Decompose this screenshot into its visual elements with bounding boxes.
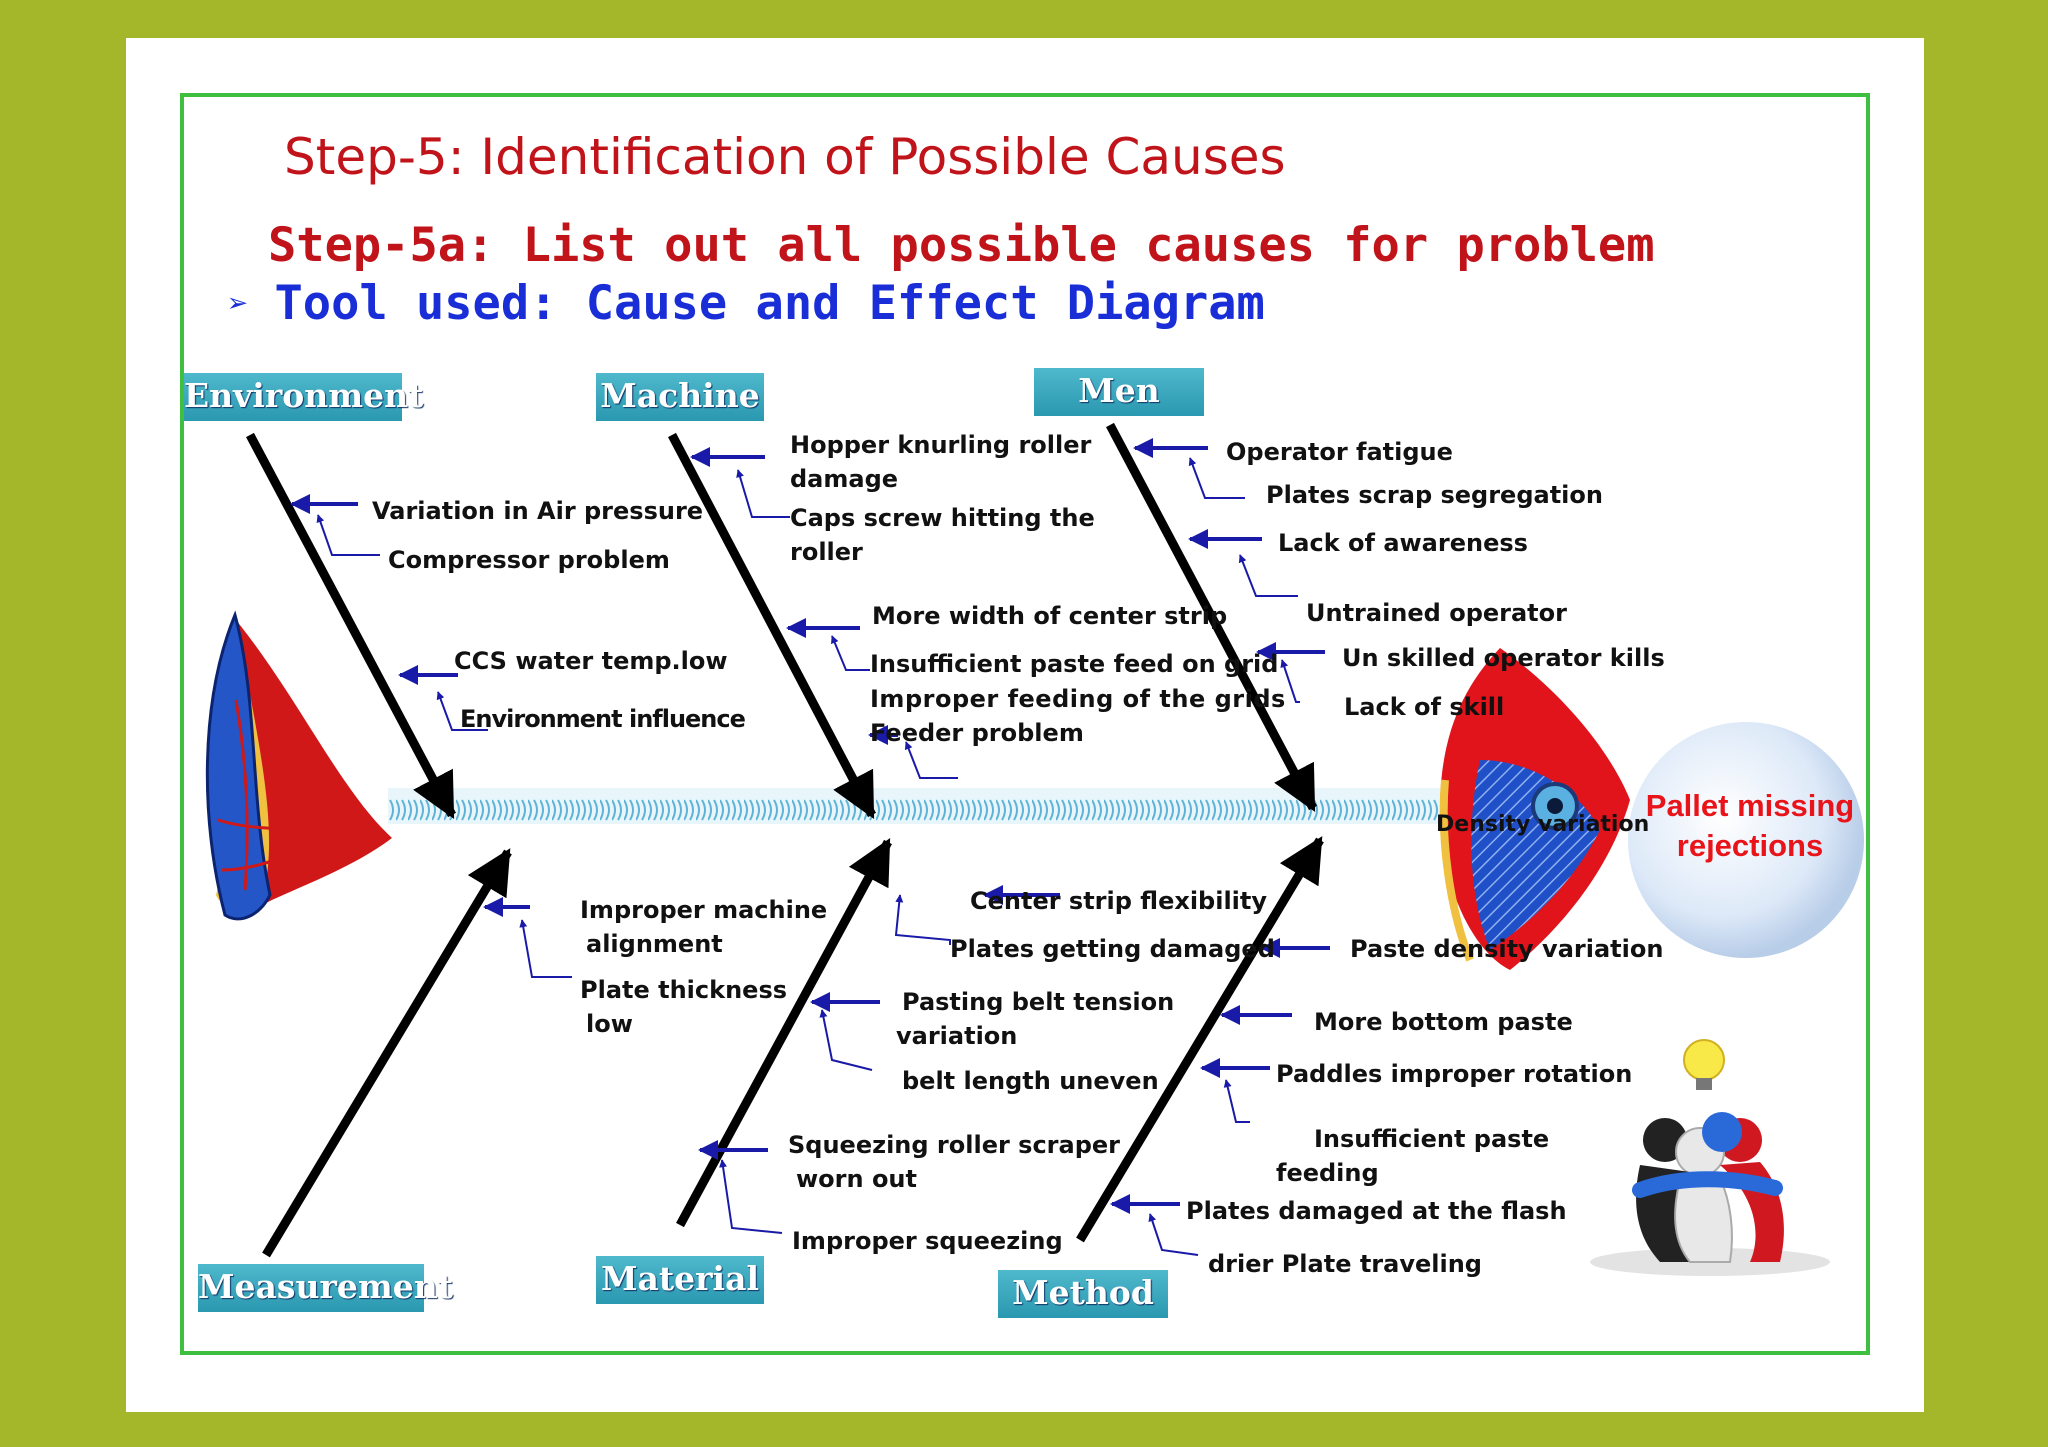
fish-head-icon (1439, 648, 1630, 970)
slide-frame (180, 93, 1870, 1355)
cause-label: Plates damaged at the flash (1186, 1197, 1567, 1225)
main-bones (246, 422, 1324, 1258)
cause-label: variation (896, 1022, 1018, 1050)
cause-label: worn out (796, 1165, 917, 1193)
effect-line: rejections (1676, 828, 1824, 863)
cause-label: Un skilled operator kills (1342, 644, 1665, 672)
cause-label: Density variation (1436, 812, 1650, 837)
team-lightbulb-icon (1590, 1039, 1830, 1276)
fish-tail-icon (205, 610, 392, 921)
cause-label: More width of center strip (872, 602, 1228, 630)
bone-method (1076, 836, 1324, 1243)
cause-label: Squeezing roller scraper (788, 1131, 1121, 1159)
cause-label: Paste density variation (1350, 935, 1664, 963)
cause-label: Improper feeding of the grids (870, 685, 1286, 713)
tool-text: Tool used: Cause and Effect Diagram (274, 276, 1265, 331)
page-title: Step-5: Identification of Possible Cause… (284, 128, 1286, 186)
category-measurement: Measurement (198, 1264, 453, 1312)
cause-label: damage (790, 465, 899, 493)
cause-label: low (586, 1010, 633, 1038)
cause-label: Plates scrap segregation (1266, 481, 1603, 509)
cause-label: Plate thickness (580, 976, 788, 1004)
category-environment: Environment (184, 373, 423, 421)
cause-label: Variation in Air pressure (372, 497, 704, 525)
bone-material (676, 838, 892, 1228)
cause-label: roller (790, 538, 863, 566)
cause-label: Caps screw hitting the (790, 504, 1095, 532)
category-material: Material (596, 1256, 764, 1304)
cause-label: Paddles improper rotation (1276, 1060, 1633, 1088)
cause-label: Lack of awareness (1278, 529, 1528, 557)
slide-background (126, 38, 1924, 1412)
bone-measurement (262, 848, 512, 1258)
effect-bubble (1628, 722, 1864, 958)
cause-label: alignment (586, 930, 723, 958)
tool-line: ➢ Tool used: Cause and Effect Diagram (228, 276, 1265, 331)
cause-label: Insufficient paste (1314, 1125, 1550, 1153)
cause-label: feeding (1276, 1159, 1379, 1187)
effect-line: Pallet missing (1645, 788, 1855, 823)
cause-label: drier Plate traveling (1208, 1250, 1482, 1278)
cause-label: Lack of skill (1344, 693, 1505, 721)
cause-label: Pasting belt tension (902, 988, 1175, 1016)
step-subtitle: Step-5a: List out all possible causes fo… (268, 218, 1655, 273)
cause-label: Plates getting damaged (950, 935, 1275, 963)
cause-label: Improper machine (580, 896, 828, 924)
cause-label: Insufficient paste feed on grid (870, 650, 1279, 678)
bone-environment (246, 432, 456, 819)
effect-label: Pallet missing rejections (1640, 786, 1860, 866)
cause-label: Center strip flexibility (970, 887, 1268, 915)
arrow-bullet-icon: ➢ (228, 284, 249, 324)
cause-label: belt length uneven (902, 1067, 1159, 1095)
bone-men (1106, 422, 1317, 812)
cause-label: Hopper knurling roller (790, 431, 1092, 459)
cause-label: Compressor problem (388, 546, 670, 574)
cause-label: Operator fatigue (1226, 438, 1453, 466)
cause-arrows (290, 438, 1330, 1256)
cause-label: More bottom paste (1314, 1008, 1573, 1036)
category-method: Method (998, 1270, 1168, 1318)
category-men: Men (1034, 368, 1204, 416)
fish-spine (388, 788, 1443, 824)
bone-machine (668, 432, 876, 819)
cause-label: Untrained operator (1306, 599, 1567, 627)
cause-label: Improper squeezing (792, 1227, 1063, 1255)
category-machine: Machine (596, 373, 764, 421)
cause-label: CCS water temp.low (454, 647, 728, 675)
cause-label: Feeder problem (870, 719, 1084, 747)
cause-label: Environment influence (460, 705, 746, 733)
